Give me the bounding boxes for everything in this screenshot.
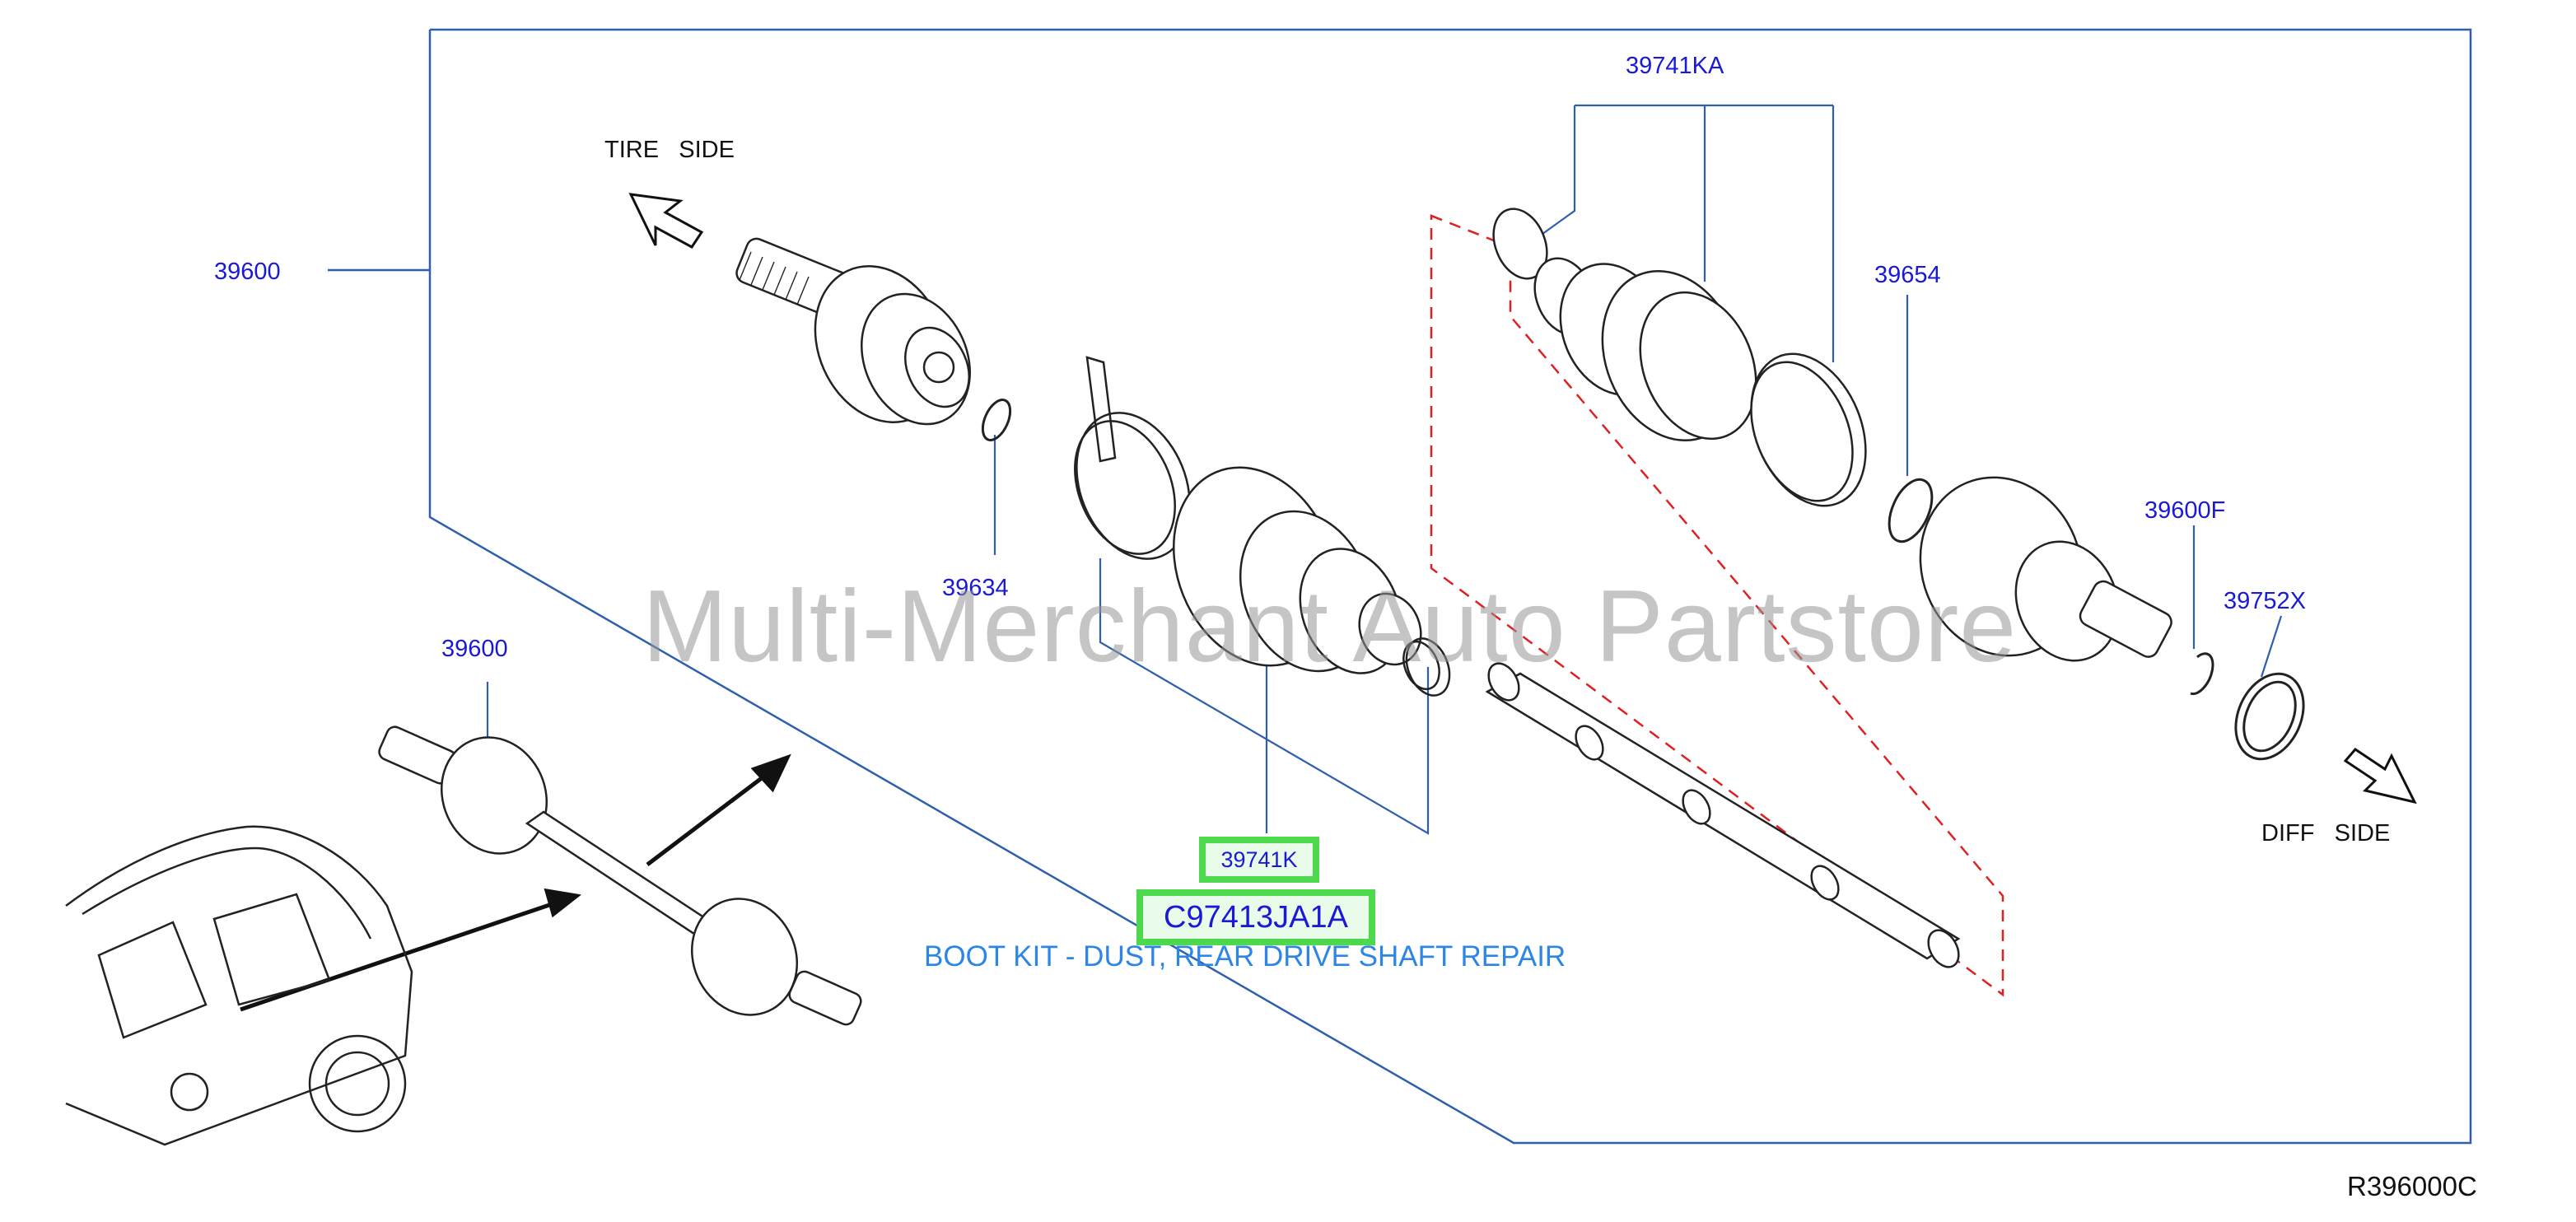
label-39634[interactable]: 39634 bbox=[942, 575, 1009, 601]
label-39600-inset[interactable]: 39600 bbox=[441, 636, 508, 662]
inner-boot-39741KA bbox=[1492, 208, 1867, 507]
inner-cv-housing bbox=[1919, 476, 2172, 662]
tire-side-label: TIRE SIDE bbox=[604, 137, 735, 163]
label-39654[interactable]: 39654 bbox=[1874, 262, 1941, 288]
diff-side-label: DIFF SIDE bbox=[2261, 820, 2391, 847]
boot-band-large bbox=[1074, 356, 1191, 560]
reference-code: R396000C bbox=[2347, 1171, 2477, 1201]
highlight-part-number[interactable]: 39741K bbox=[1199, 837, 1319, 883]
inset-drive-shaft bbox=[378, 725, 862, 1026]
diff-side-arrow-icon bbox=[2343, 748, 2417, 805]
seal-39752X bbox=[2234, 672, 2305, 761]
assembly-frame bbox=[328, 28, 2472, 1145]
label-39752X[interactable]: 39752X bbox=[2224, 588, 2306, 614]
watermark: Multi-Merchant Auto Partstore bbox=[642, 570, 2018, 683]
part-description: BOOT KIT - DUST, REAR DRIVE SHAFT REPAIR bbox=[924, 940, 1566, 972]
dust-boot-39741K bbox=[1172, 466, 1422, 674]
highlight-oem-code[interactable]: C97413JA1A bbox=[1136, 889, 1375, 945]
label-39600F[interactable]: 39600F bbox=[2144, 497, 2226, 524]
outer-cv-joint bbox=[735, 237, 971, 426]
leader-lines bbox=[486, 104, 2283, 835]
label-39741KA[interactable]: 39741KA bbox=[1626, 53, 1724, 79]
label-39600-main[interactable]: 39600 bbox=[214, 259, 281, 285]
tire-side-arrow-icon bbox=[628, 193, 704, 249]
snap-ring-39654 bbox=[1888, 478, 1934, 543]
snap-ring-39634 bbox=[981, 399, 1012, 441]
boot-band-small bbox=[1402, 637, 1451, 697]
inset-arrows bbox=[240, 753, 791, 1012]
drive-shaft-bar bbox=[1485, 662, 1961, 968]
inset-vehicle bbox=[65, 825, 413, 1146]
circlip-39600F bbox=[2190, 652, 2214, 696]
